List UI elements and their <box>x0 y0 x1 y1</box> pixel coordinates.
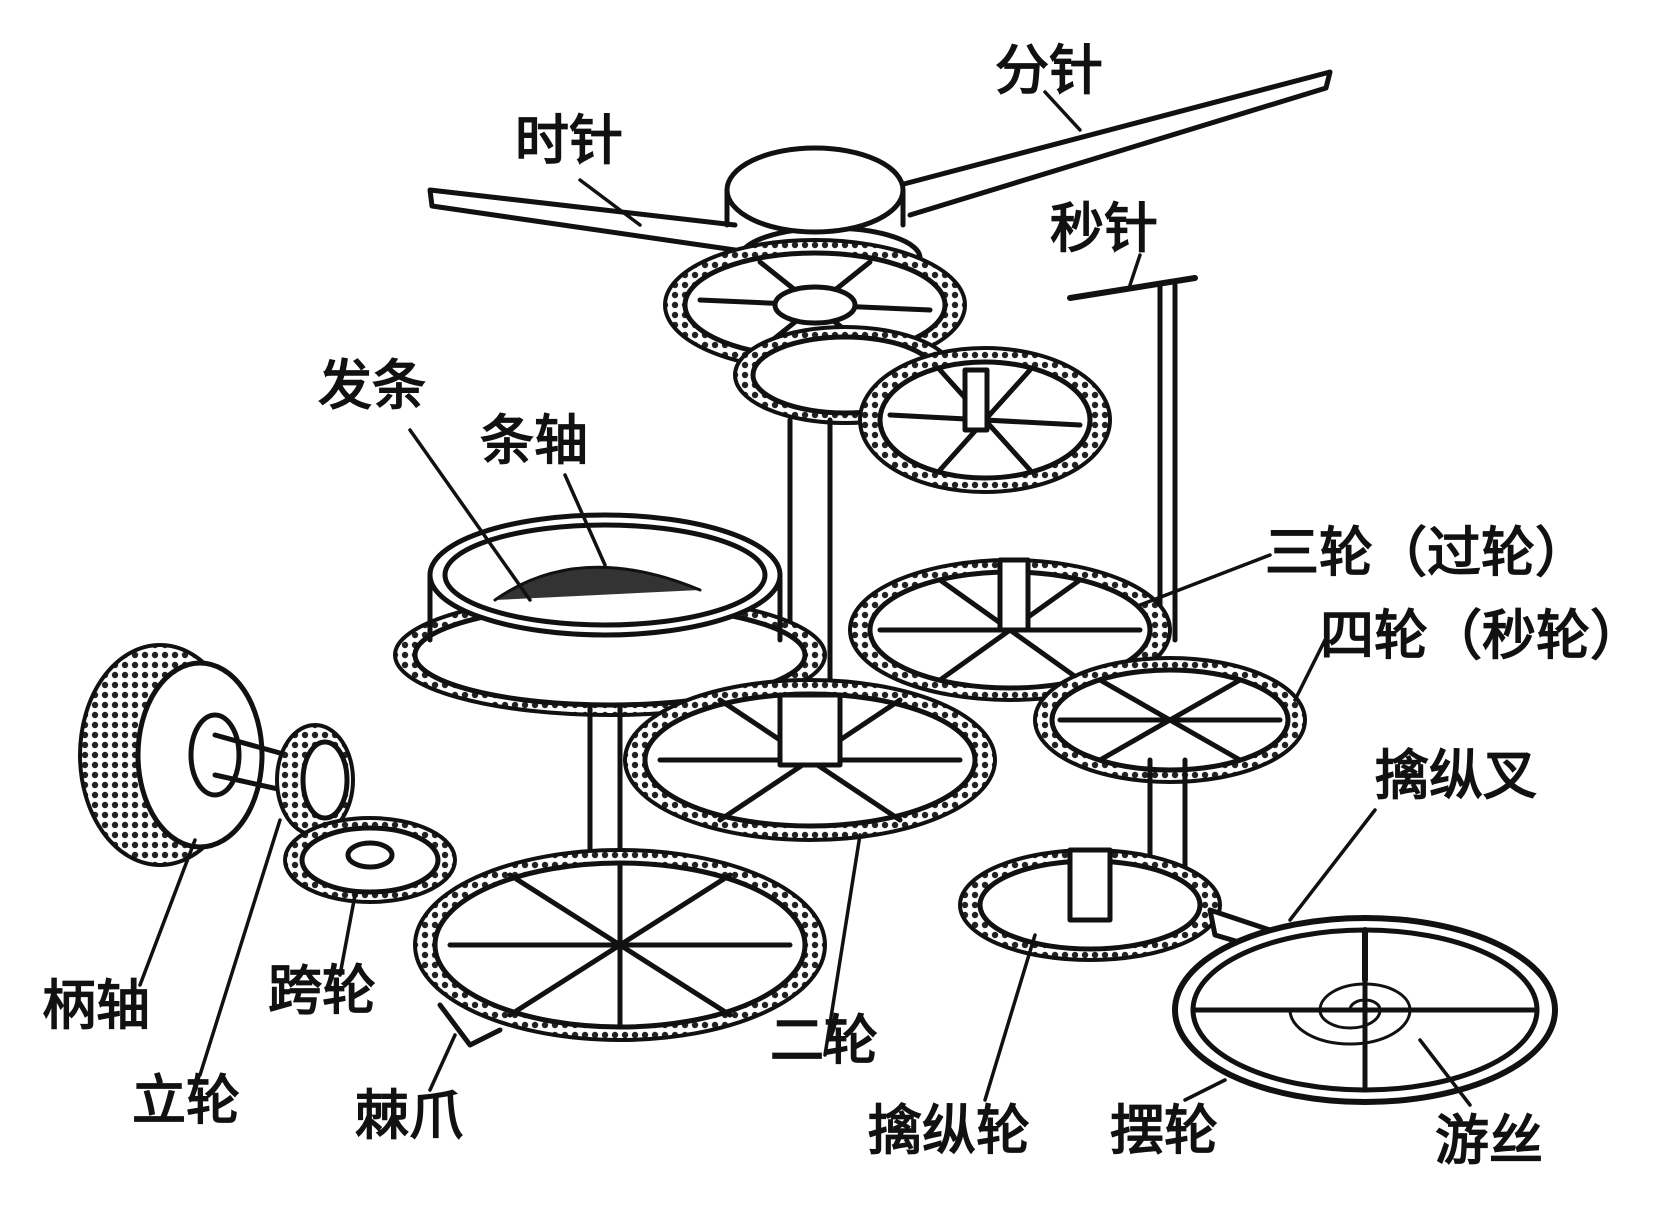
crown <box>78 643 265 867</box>
center-wheel-label: 二轮 <box>770 1008 878 1072</box>
crown-wheel <box>275 723 355 837</box>
ratchet-wheel <box>413 848 827 1048</box>
hour-hand-label: 时针 <box>515 108 623 172</box>
escape-wheel <box>958 847 1222 962</box>
balance-wheel-label: 摆轮 <box>1110 1098 1218 1162</box>
hairspring-label: 游丝 <box>1435 1108 1543 1172</box>
balance-wheel <box>1172 915 1558 1105</box>
intermediate-wheel-label: 跨轮 <box>268 958 376 1022</box>
intermediate-wheel <box>283 816 457 904</box>
barrel-arbor-label: 条轴 <box>480 408 588 472</box>
hairspring <box>1288 982 1412 1046</box>
third-wheel <box>848 557 1172 702</box>
hour-hand <box>427 187 738 253</box>
minute-wheel <box>858 346 1112 494</box>
click-label: 棘爪 <box>355 1083 463 1147</box>
minute-hand <box>897 69 1333 218</box>
leader-lines <box>138 90 1472 1107</box>
fourth-wheel-label: 四轮（秒轮） <box>1320 603 1644 667</box>
crown-wheel-label: 立轮 <box>132 1068 240 1132</box>
minute-hand-label: 分针 <box>995 38 1103 102</box>
winding-stem-label: 柄轴 <box>42 973 150 1037</box>
mainspring-label: 发条 <box>318 353 426 417</box>
second-hand-label: 秒针 <box>1050 196 1158 260</box>
escape-wheel-label: 擒纵轮 <box>868 1098 1030 1162</box>
center-wheel <box>623 678 997 842</box>
pallet-fork-label: 擒纵叉 <box>1375 743 1537 807</box>
fourth-wheel <box>1033 656 1307 903</box>
barrel <box>393 512 827 717</box>
second-hand <box>1067 275 1198 643</box>
third-wheel-label: 三轮（过轮） <box>1265 520 1589 584</box>
